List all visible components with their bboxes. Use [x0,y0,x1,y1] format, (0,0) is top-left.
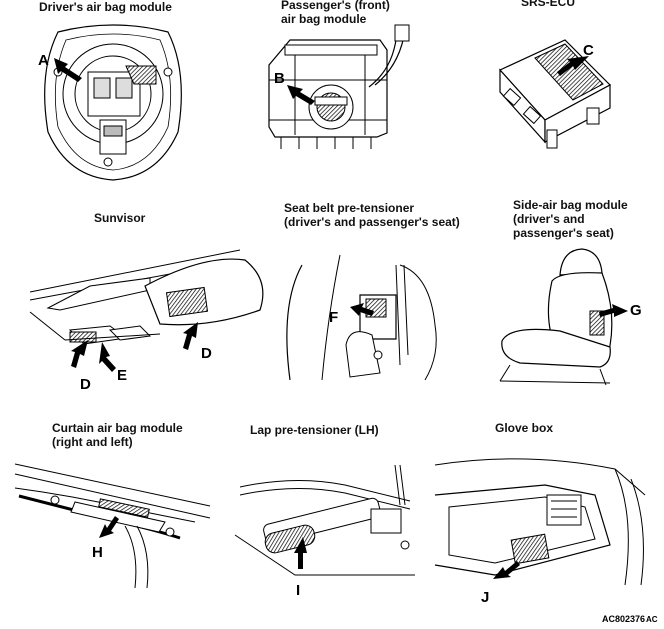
caption-passenger-airbag-line2: air bag module [281,12,367,26]
label-j: J [481,589,490,606]
glove-box-illustration [435,455,655,595]
arrow-h [99,516,119,538]
caption-passenger-airbag-line1: Passenger's (front) [281,0,390,12]
arrow-d-visor [183,322,198,350]
arrow-e [99,342,116,372]
arrow-a [54,58,82,82]
caption-seatbelt-line2: (driver's and passenger's seat) [284,215,460,229]
figure-code-suffix: AC [646,615,658,624]
curtain-airbag-illustration [15,460,215,590]
label-i: I [296,582,301,599]
arrow-i [294,537,307,569]
arrow-j [493,561,520,579]
lap-pretensioner-illustration [235,465,420,590]
label-e: E [117,367,128,384]
label-a: A [38,52,49,69]
label-c: C [583,42,594,59]
side-airbag-illustration [490,245,628,390]
label-d-visor: D [201,345,212,362]
caption-driver-airbag: Driver's air bag module [39,0,172,14]
figure-code-number: AC802376 [602,614,646,624]
caption-glove-box: Glove box [495,421,554,435]
caption-side-airbag-line1: Side-air bag module [513,198,628,212]
driver-airbag-illustration [38,22,188,182]
caption-side-airbag-line3: passenger's seat) [513,226,614,240]
label-h: H [92,544,103,561]
arrow-b [287,85,315,105]
label-b: B [274,70,285,87]
caption-curtain-line2: (right and left) [52,435,133,449]
seatbelt-pretensioner-illustration [280,245,455,385]
caption-lap-pretensioner: Lap pre-tensioner (LH) [250,423,379,437]
caption-side-airbag-line2: (driver's and [513,212,585,226]
label-f: F [329,309,339,326]
label-g: G [630,302,642,319]
figure-code: AC802376AC [602,614,658,624]
caption-sunvisor: Sunvisor [94,211,146,225]
caption-curtain-line1: Curtain air bag module [52,421,183,435]
caption-srs-ecu: SRS-ECU [521,0,576,9]
arrow-f [350,303,374,316]
label-d-lower: D [80,376,91,393]
sunvisor-illustration [30,250,275,372]
arrow-g [599,304,628,317]
passenger-airbag-illustration [265,25,415,155]
arrow-d-lower [71,340,88,368]
caption-seatbelt-line1: Seat belt pre-tensioner [284,201,415,215]
arrow-c [557,56,589,76]
srs-ecu-illustration [485,30,620,155]
